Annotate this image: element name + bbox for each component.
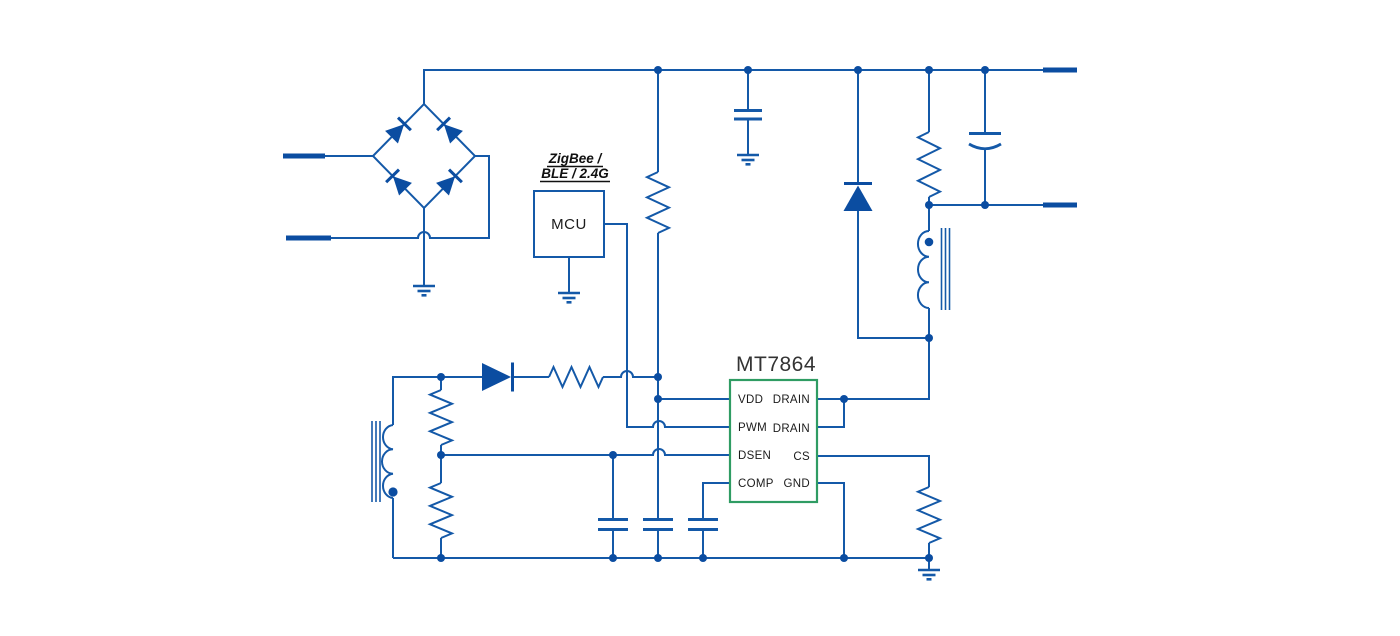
bridge-rectifier-diodes bbox=[385, 116, 463, 196]
terminals bbox=[283, 67, 1077, 241]
divider-resistor-bottom bbox=[427, 482, 455, 539]
wireless-protocol-label-line1: ZigBee / bbox=[548, 151, 603, 166]
aux-supply-wire bbox=[392, 370, 658, 425]
output-terminal-top bbox=[1043, 67, 1077, 73]
pin-label-drain1: DRAIN bbox=[773, 394, 810, 406]
ground-symbols bbox=[413, 153, 940, 581]
startup-resistor bbox=[644, 171, 672, 234]
ic-outline bbox=[728, 378, 819, 504]
dsen-wire bbox=[441, 448, 730, 456]
output-load-resistor bbox=[915, 131, 943, 198]
top-rail bbox=[423, 69, 1043, 104]
ac-input-terminal-bottom bbox=[286, 235, 331, 241]
comp-wire bbox=[702, 482, 730, 558]
pin-label-cs: CS bbox=[793, 451, 810, 463]
mcu-block bbox=[533, 190, 605, 258]
gnd-pin-wire bbox=[817, 482, 845, 558]
ac-input-wire-bottom bbox=[331, 155, 490, 239]
pin-label-gnd: GND bbox=[784, 478, 810, 490]
clamp-diode-wire bbox=[857, 70, 929, 339]
wireless-protocol-label-line2: BLE / 2.4G bbox=[541, 166, 609, 181]
bridge-rectifier-edges bbox=[371, 102, 477, 210]
ic-part-number: MT7864 bbox=[736, 353, 816, 376]
output-cap-curved-plate bbox=[968, 142, 1002, 151]
output-terminal-bottom bbox=[1043, 202, 1077, 208]
drain-wires bbox=[817, 338, 930, 428]
mcu-pwm-wire bbox=[604, 223, 730, 428]
capacitor-plates bbox=[598, 109, 1002, 531]
junction-dots bbox=[437, 66, 989, 562]
aux-supply-resistor bbox=[548, 364, 604, 390]
pin-label-pwm: PWM bbox=[738, 422, 767, 434]
aux-winding bbox=[381, 424, 394, 558]
ac-input-terminal-top bbox=[283, 153, 325, 159]
mcu-label: MCU bbox=[551, 216, 587, 233]
pin-label-comp: COMP bbox=[738, 478, 774, 490]
cs-sense-resistor bbox=[915, 486, 943, 544]
vdd-supply-diode bbox=[482, 362, 514, 392]
cs-wire bbox=[817, 455, 930, 570]
transformer-core bbox=[371, 228, 951, 502]
primary-winding bbox=[916, 205, 930, 338]
schematic-drawing-layer bbox=[283, 66, 1077, 581]
winding-polarity-dots bbox=[388, 237, 934, 497]
pin-label-drain2: DRAIN bbox=[773, 423, 810, 435]
divider-resistor-top bbox=[427, 389, 455, 446]
clamp-diode bbox=[843, 182, 873, 211]
pin-label-dsen: DSEN bbox=[738, 450, 771, 462]
pin-label-vdd: VDD bbox=[738, 394, 763, 406]
